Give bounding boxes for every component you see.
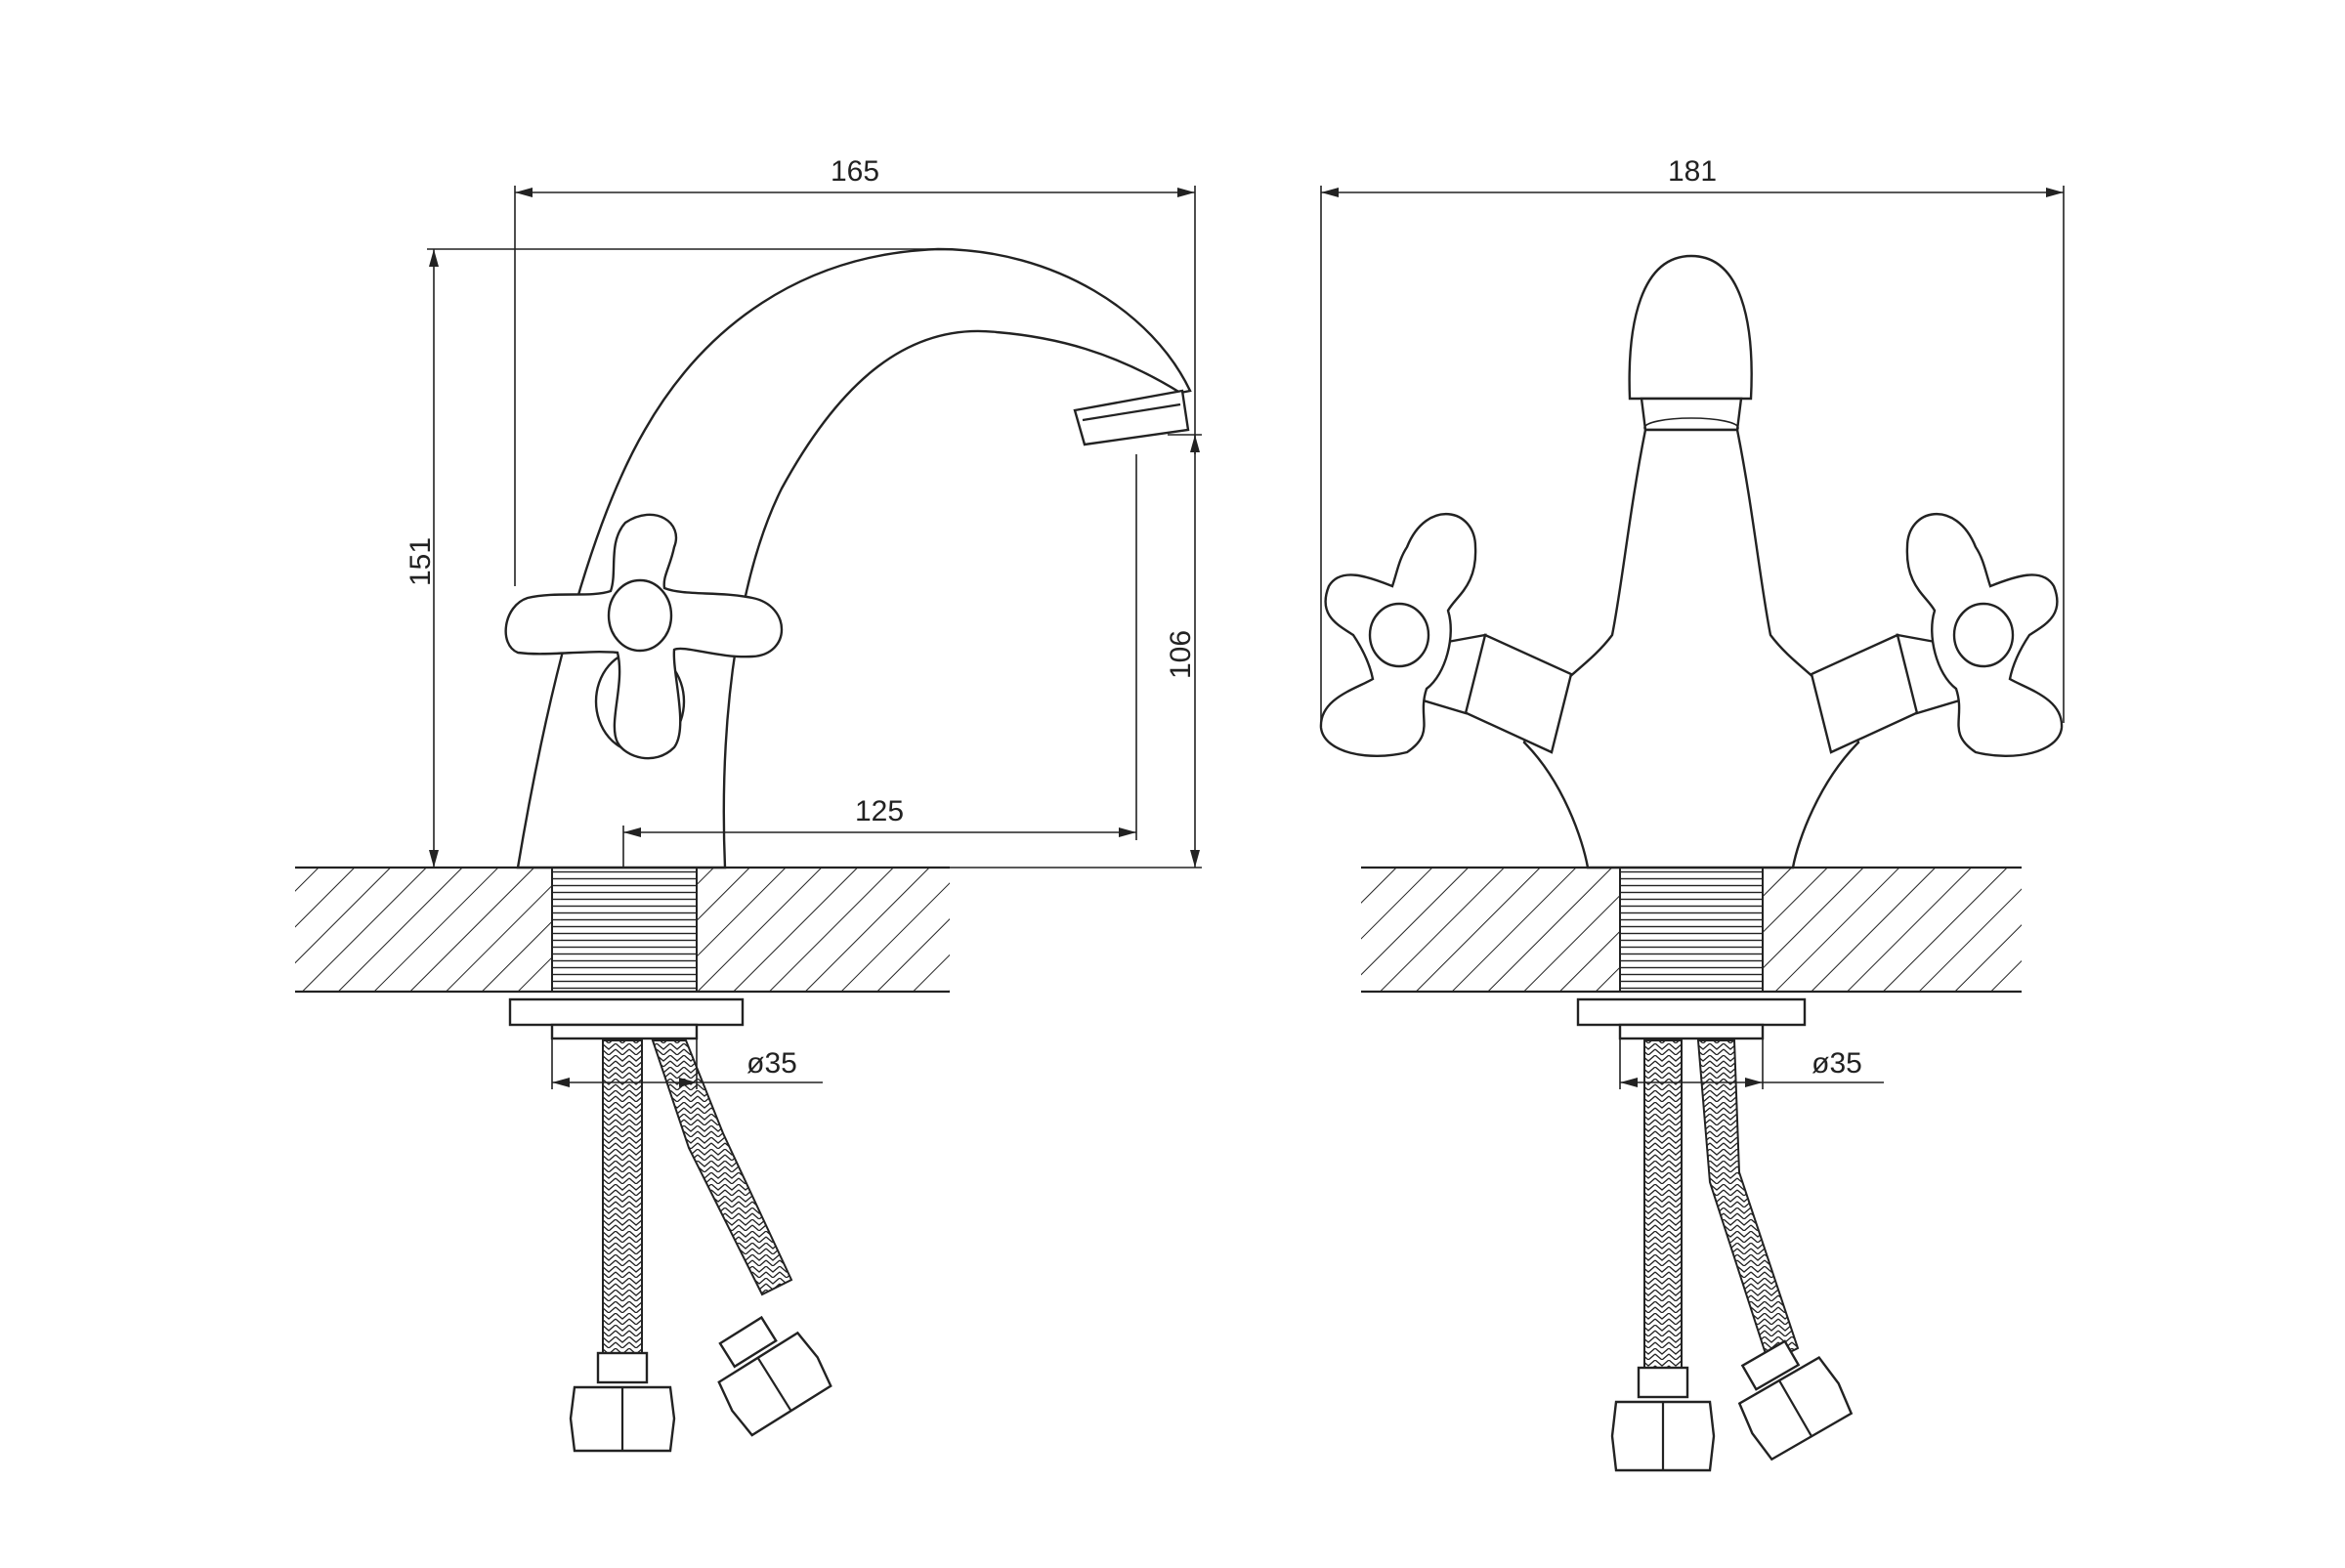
front-width-label: 181	[1668, 155, 1717, 188]
side-view: 165 151 106 125	[295, 155, 1202, 1453]
front-mounting-nut	[1576, 997, 1807, 1040]
front-right-handle	[1810, 512, 2064, 758]
side-faucet-body	[516, 247, 1192, 869]
front-diameter-dimension: ø35	[1619, 1038, 1884, 1089]
side-countertop	[295, 866, 950, 994]
side-mounting-nut	[508, 997, 745, 1040]
front-left-handle	[1319, 512, 1573, 758]
front-width-dimension: 181	[1320, 155, 2065, 723]
side-cross-handle	[504, 513, 784, 760]
front-faucet-body	[1522, 428, 1860, 869]
side-diameter-label: ø35	[746, 1047, 797, 1080]
front-view: 181 ø35	[1319, 155, 2065, 1472]
front-diameter-label: ø35	[1812, 1047, 1862, 1080]
front-spout-cap	[1628, 254, 1753, 439]
side-height-label: 151	[405, 537, 437, 586]
side-width-dimension: 165	[514, 155, 1196, 586]
side-diameter-dimension: ø35	[551, 1038, 823, 1089]
side-reach-label: 125	[855, 795, 904, 827]
side-spout-height-label: 106	[1165, 630, 1197, 679]
side-height-dimension: 151	[405, 248, 938, 869]
side-spout-height-dimension: 106	[950, 434, 1202, 869]
side-width-label: 165	[831, 155, 879, 188]
side-reach-dimension: 125	[622, 454, 1137, 868]
front-countertop	[1361, 866, 2022, 994]
side-hoses	[569, 1039, 832, 1453]
front-hoses	[1610, 1039, 1854, 1472]
